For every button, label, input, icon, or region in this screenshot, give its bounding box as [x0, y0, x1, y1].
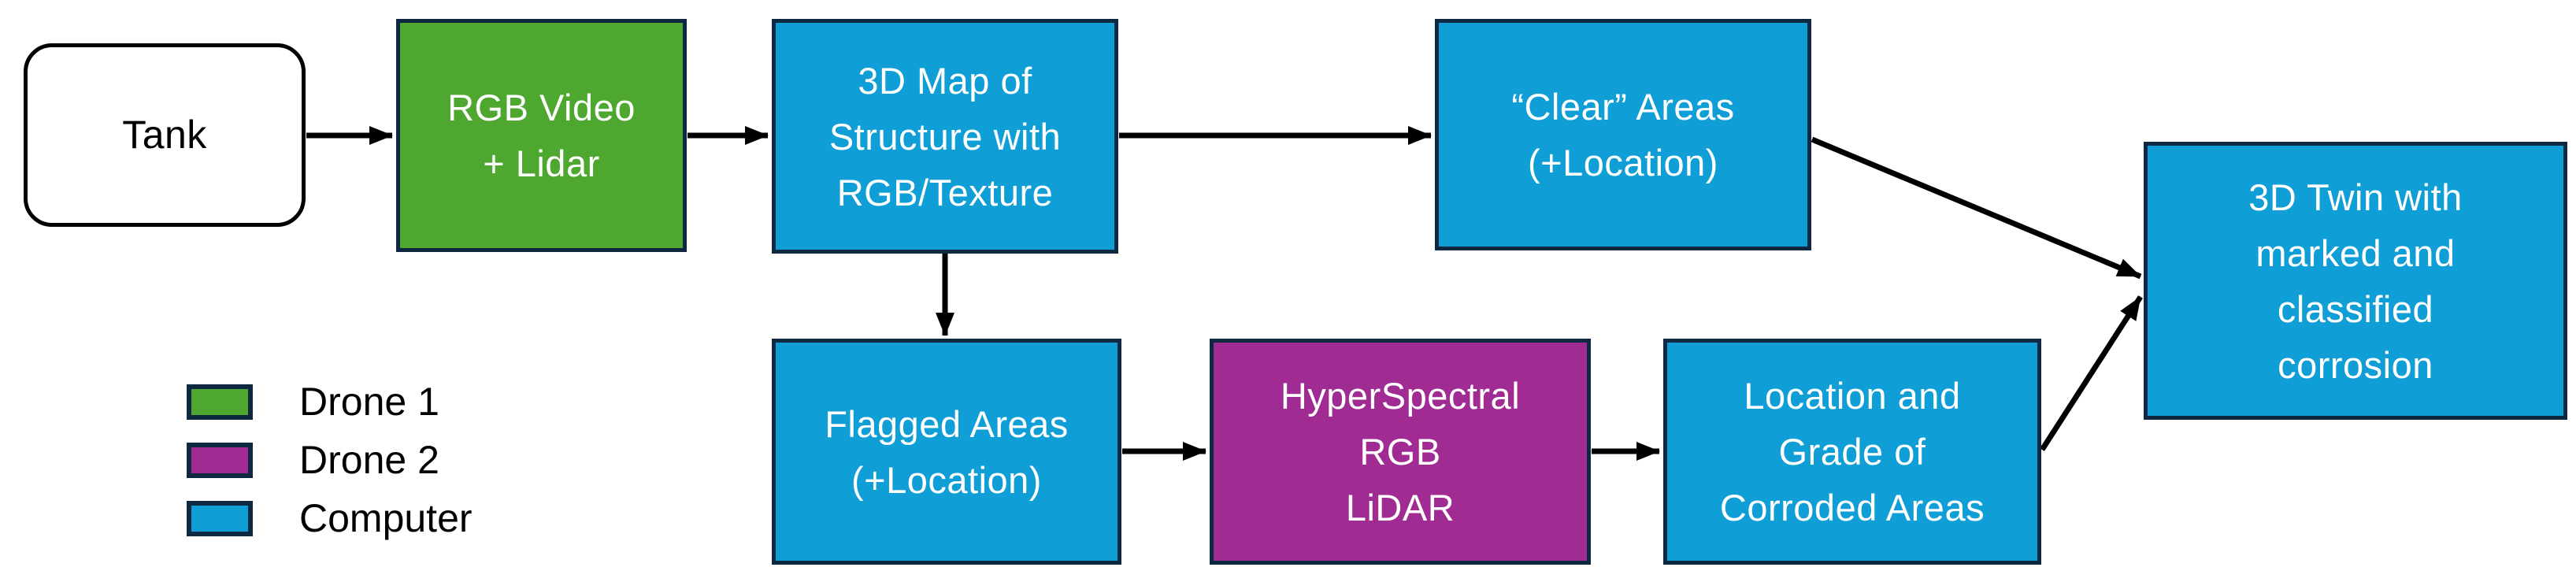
node-hyperspectral: HyperSpectral RGB LiDAR: [1210, 339, 1591, 565]
arrow-location-to-3d-twin: [2040, 295, 2143, 451]
legend-label-drone1: Drone 1: [299, 380, 439, 424]
node-3d-twin: 3D Twin with marked and classified corro…: [2144, 142, 2567, 420]
node-hyperspectral-label: HyperSpectral RGB LiDAR: [1280, 375, 1521, 528]
legend-label-drone2: Drone 2: [299, 438, 439, 482]
node-tank-label: Tank: [122, 113, 207, 157]
node-3d-twin-label: 3D Twin with marked and classified corro…: [2248, 176, 2463, 386]
node-rgb-video-lidar-label: RGB Video + Lidar: [447, 87, 636, 184]
legend-item-drone1: Drone 1: [187, 380, 439, 424]
node-flagged-areas-label: Flagged Areas (+Location): [825, 402, 1069, 501]
node-clear-areas-label: “Clear” Areas (+Location): [1511, 86, 1735, 183]
legend-swatch-computer: [187, 500, 253, 536]
node-flagged-areas: Flagged Areas (+Location): [772, 339, 1121, 565]
legend-item-computer: Computer: [187, 496, 473, 540]
node-rgb-video-lidar: RGB Video + Lidar: [396, 19, 687, 252]
legend-swatch-drone1: [187, 384, 253, 420]
legend-swatch-drone2: [187, 442, 253, 478]
legend-item-drone2: Drone 2: [187, 438, 439, 482]
node-tank: Tank: [24, 43, 306, 227]
node-location-grade: Location and Grade of Corroded Areas: [1663, 339, 2041, 565]
arrow-clear-to-3d-twin: [1811, 136, 2142, 280]
node-3d-map-label: 3D Map of Structure with RGB/Texture: [828, 59, 1062, 213]
legend-label-computer: Computer: [299, 496, 473, 540]
node-3d-map: 3D Map of Structure with RGB/Texture: [772, 19, 1118, 254]
node-location-grade-label: Location and Grade of Corroded Areas: [1719, 375, 1985, 528]
node-clear-areas: “Clear” Areas (+Location): [1435, 19, 1811, 250]
